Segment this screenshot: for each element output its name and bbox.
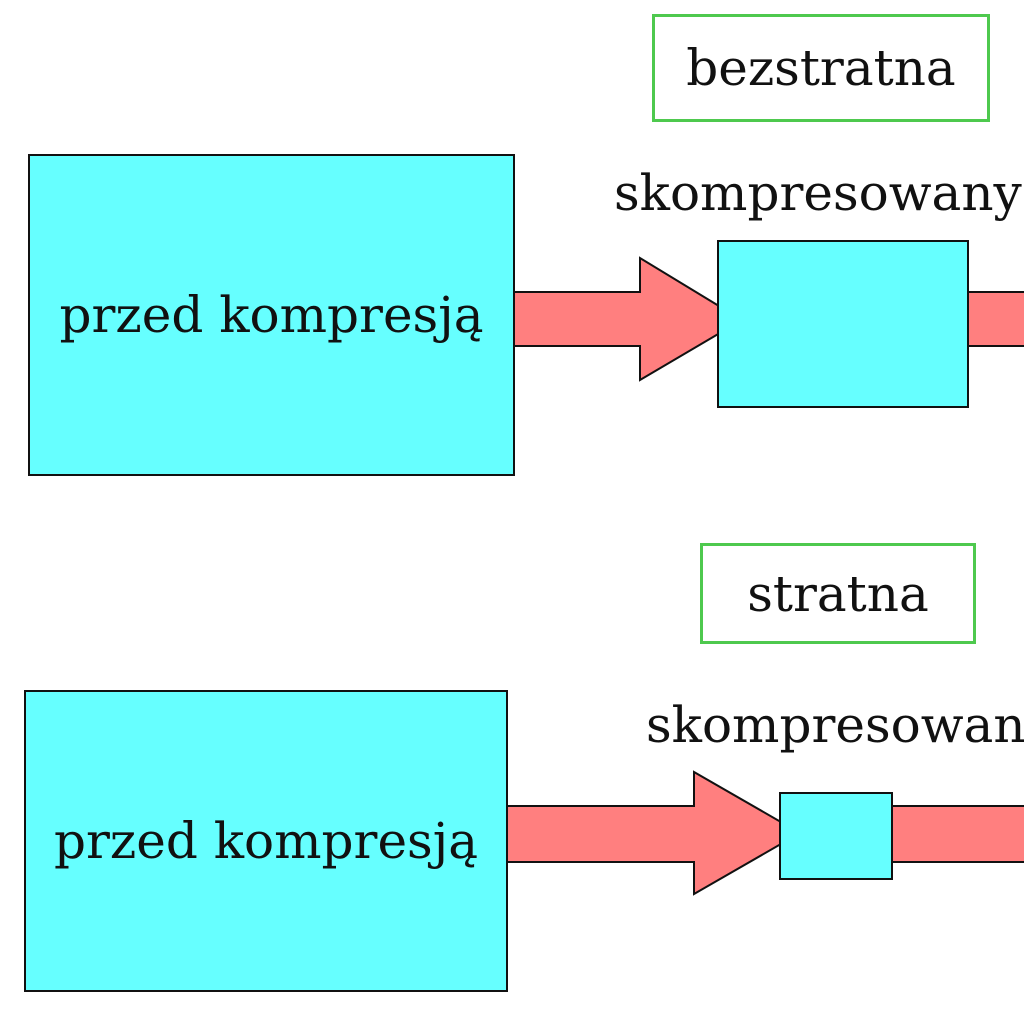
lossless-method-label: bezstratna — [652, 14, 990, 122]
lossy-method-text: stratna — [747, 564, 929, 623]
lossless-source-block: przed kompresją — [28, 154, 515, 476]
lossy-source-block: przed kompresją — [24, 690, 508, 992]
lossy-method-label: stratna — [700, 543, 976, 644]
lossy-compressed-block — [779, 792, 893, 880]
arrow-out-lossy — [891, 805, 1024, 863]
lossless-compressed-block — [717, 240, 969, 408]
lossy-compressed-caption: skompresowany — [646, 696, 1024, 754]
arrow-to-compressed-lossy — [505, 770, 803, 896]
lossless-compressed-caption: skompresowany — [614, 164, 1022, 222]
lossless-source-text: przed kompresją — [59, 286, 484, 344]
arrow-to-compressed-lossless — [513, 256, 744, 382]
lossy-source-text: przed kompresją — [53, 812, 479, 870]
lossless-method-text: bezstratna — [686, 39, 956, 97]
arrow-out-lossless — [967, 291, 1024, 347]
